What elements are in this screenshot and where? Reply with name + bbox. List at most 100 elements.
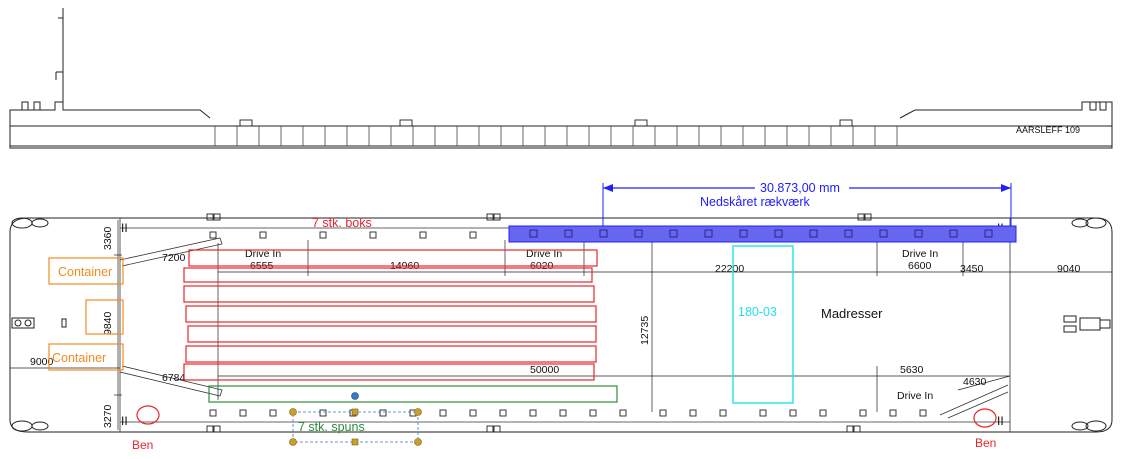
box-2[interactable] bbox=[183, 285, 595, 303]
leg-left-label: Ben bbox=[132, 438, 153, 452]
selection-handle[interactable] bbox=[351, 408, 359, 416]
bitt bbox=[789, 409, 797, 417]
railing-square bbox=[599, 229, 608, 238]
bitt bbox=[439, 409, 447, 417]
left-fitting-ring bbox=[24, 319, 32, 327]
box-5[interactable] bbox=[185, 345, 597, 363]
railing-square bbox=[739, 229, 748, 238]
bitt bbox=[853, 425, 861, 433]
dimension-lines: 3360 9840 3270 9000 7200 6784 6555 14960… bbox=[10, 220, 1112, 430]
selection-handle[interactable] bbox=[414, 438, 422, 446]
cut-railing-label: Nedskåret rækværk bbox=[700, 195, 810, 209]
deck-bitts bbox=[206, 213, 927, 433]
vessel-name: AARSLEFF 109 bbox=[1016, 125, 1080, 135]
railing-square bbox=[669, 229, 678, 238]
fender-ring bbox=[1071, 421, 1089, 431]
bitt bbox=[486, 213, 494, 221]
bitt bbox=[469, 409, 477, 417]
bitt bbox=[469, 231, 477, 239]
fender-ring bbox=[11, 420, 33, 432]
leg-left[interactable] bbox=[136, 405, 160, 425]
container-bottom[interactable] bbox=[48, 343, 124, 371]
bitt bbox=[529, 409, 537, 417]
leg-right[interactable] bbox=[973, 408, 997, 428]
bollard bbox=[21, 101, 29, 111]
box-group[interactable] bbox=[183, 249, 598, 381]
box-6[interactable] bbox=[183, 363, 595, 381]
selection-handle[interactable] bbox=[351, 438, 359, 446]
dim-line-4630 bbox=[957, 375, 1011, 391]
railing-square bbox=[529, 229, 538, 238]
arrow-left bbox=[603, 184, 613, 192]
selection-handle[interactable] bbox=[289, 438, 297, 446]
dim-5630: 5630 bbox=[900, 364, 924, 376]
bitt bbox=[206, 213, 214, 221]
dim-4630: 4630 bbox=[963, 376, 987, 388]
railing-square bbox=[984, 229, 993, 238]
bitt bbox=[659, 409, 667, 417]
bitt bbox=[846, 425, 854, 433]
bitt bbox=[689, 409, 697, 417]
railing-square bbox=[844, 229, 853, 238]
rotate-handle[interactable] bbox=[351, 392, 359, 400]
cut-railing: 30.873,00 mm Nedskåret rækværk bbox=[508, 180, 1017, 243]
drive-in-label: Drive In bbox=[897, 390, 933, 402]
boxes-label: 7 stk. boks bbox=[312, 216, 372, 230]
railing-stanchions bbox=[214, 119, 898, 146]
zone-180-03[interactable] bbox=[732, 245, 794, 404]
dim-12735: 12735 bbox=[639, 316, 651, 345]
railing-square bbox=[879, 229, 888, 238]
container-middle[interactable] bbox=[85, 299, 124, 335]
label-backing bbox=[755, 180, 849, 194]
hull-outline bbox=[9, 118, 1113, 149]
bollard bbox=[33, 101, 41, 111]
bitt bbox=[493, 213, 501, 221]
bitt bbox=[259, 231, 267, 239]
arrow-right bbox=[1001, 184, 1011, 192]
bitt bbox=[486, 425, 494, 433]
bitt bbox=[919, 409, 927, 417]
right-fitting bbox=[1063, 315, 1077, 323]
bollard-mark: II bbox=[121, 414, 128, 428]
box-7[interactable] bbox=[183, 267, 593, 283]
fender-ring bbox=[1071, 218, 1089, 228]
deck-outline bbox=[9, 217, 1113, 433]
container-top[interactable] bbox=[48, 257, 124, 285]
railing-square bbox=[704, 229, 713, 238]
box-1[interactable] bbox=[188, 249, 598, 267]
dim-6784: 6784 bbox=[162, 372, 186, 384]
sheet-pile-stack[interactable] bbox=[208, 385, 618, 403]
cargo: 7 stk. boks 7 stk. spuns Container Conta… bbox=[48, 216, 997, 452]
selection-handle[interactable] bbox=[414, 408, 422, 416]
box-3[interactable] bbox=[185, 305, 597, 323]
bitt bbox=[719, 409, 727, 417]
dim-7200: 7200 bbox=[162, 252, 186, 264]
bitt bbox=[319, 409, 327, 417]
bitt bbox=[857, 213, 865, 221]
bitt bbox=[619, 409, 627, 417]
selection-handle[interactable] bbox=[289, 408, 297, 416]
deck-fitting bbox=[634, 119, 648, 127]
fender-ring bbox=[11, 217, 33, 229]
bitt bbox=[759, 409, 767, 417]
deck-fitting bbox=[839, 119, 853, 127]
box-4[interactable] bbox=[187, 325, 597, 343]
madresser-label: Madresser bbox=[821, 306, 883, 321]
leg-right-label: Ben bbox=[975, 436, 996, 450]
deck-house-right bbox=[899, 101, 1113, 119]
dim-3360: 3360 bbox=[102, 226, 114, 250]
bitt bbox=[379, 409, 387, 417]
right-fitting bbox=[1079, 317, 1101, 331]
right-fitting bbox=[1063, 325, 1077, 333]
bitt bbox=[209, 231, 217, 239]
bitt bbox=[499, 409, 507, 417]
railing-squares bbox=[529, 229, 993, 238]
sheet-piles-label: 7 stk. spuns bbox=[298, 420, 365, 434]
bitt bbox=[239, 409, 247, 417]
right-fitting bbox=[1099, 319, 1111, 329]
left-cleat bbox=[61, 318, 67, 328]
cut-railing-bar[interactable] bbox=[508, 225, 1017, 243]
drive-in-label: Drive In bbox=[526, 248, 562, 260]
bitt bbox=[269, 409, 277, 417]
container-top-label: Container bbox=[58, 265, 112, 279]
